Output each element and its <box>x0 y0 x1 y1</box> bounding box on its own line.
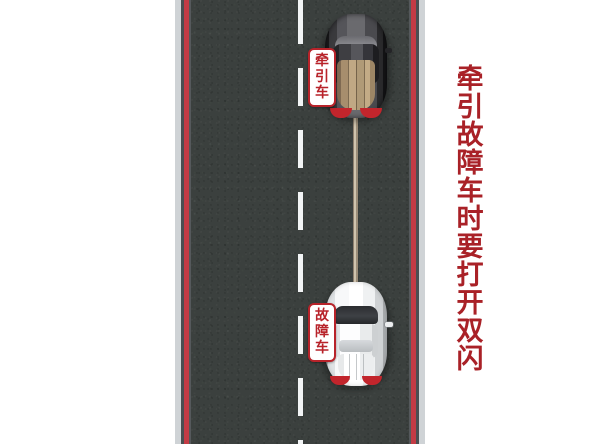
tow-vehicle-mirror-right <box>385 48 392 53</box>
broken-down-vehicle-hood-crease-right <box>363 354 364 380</box>
broken-down-vehicle-hood-crease-mid <box>356 354 357 380</box>
caption-char-3: 故 <box>456 120 484 151</box>
caption-char-6: 时 <box>456 204 484 235</box>
broken-down-vehicle-hood-crease-left <box>349 354 350 380</box>
caption-char-11: 闪 <box>456 344 484 375</box>
broken-down-vehicle-taillight-right <box>362 376 382 385</box>
caption-char-2: 引 <box>456 92 484 123</box>
road-left-shoulder-dark <box>181 0 184 444</box>
tow-vehicle <box>320 14 392 122</box>
tow-vehicle-hood-crease-left <box>348 60 349 110</box>
label-badge-broken-char-2: 障 <box>315 324 329 340</box>
broken-down-vehicle-mirror-right <box>385 322 393 327</box>
caption-char-9: 开 <box>456 288 484 319</box>
tow-rope <box>353 108 358 288</box>
broken-down-vehicle-rear-window <box>339 340 373 352</box>
caption-char-5: 车 <box>456 176 484 207</box>
label-badge-broken-char-1: 故 <box>315 308 329 324</box>
caption-char-1: 牵 <box>456 64 484 95</box>
broken-down-vehicle-taillights <box>329 376 383 385</box>
label-badge-tow-char-1: 牵 <box>315 53 329 69</box>
tow-vehicle-hood-crease-right <box>364 60 365 110</box>
road-right-edge-dark-stripe <box>409 0 411 444</box>
broken-down-vehicle-hood <box>338 354 374 380</box>
label-badge-tow-char-2: 引 <box>315 69 329 85</box>
label-badge-broken-down-vehicle: 故 障 车 <box>308 303 336 362</box>
road-left-edge-dark-stripe <box>189 0 191 444</box>
tow-vehicle-taillights <box>329 108 383 118</box>
caption-char-7: 要 <box>456 232 484 263</box>
caption-char-10: 双 <box>456 316 484 347</box>
road-left-edge-red-stripe <box>184 0 189 444</box>
caption-char-4: 障 <box>456 148 484 179</box>
lane-divider-dashed-line <box>298 0 303 444</box>
tow-vehicle-taillight-right <box>360 108 382 118</box>
label-badge-broken-char-3: 车 <box>315 340 329 356</box>
tow-vehicle-hood <box>337 60 375 110</box>
vertical-caption: 牵 引 故 障 车 时 要 打 开 双 闪 <box>452 66 488 374</box>
label-badge-tow-char-3: 车 <box>315 85 329 101</box>
road-right-shoulder-grey <box>419 0 425 444</box>
label-badge-tow-vehicle: 牵 引 车 <box>308 48 336 107</box>
caption-char-8: 打 <box>456 260 484 291</box>
broken-down-vehicle-windshield <box>334 306 378 324</box>
road-right-shoulder-dark <box>416 0 419 444</box>
tow-vehicle-taillight-left <box>330 108 352 118</box>
road-left-shoulder-grey <box>175 0 181 444</box>
tow-vehicle-hood-crease-mid <box>356 60 357 110</box>
road-right-edge-red-stripe <box>411 0 416 444</box>
broken-down-vehicle-taillight-left <box>330 376 350 385</box>
